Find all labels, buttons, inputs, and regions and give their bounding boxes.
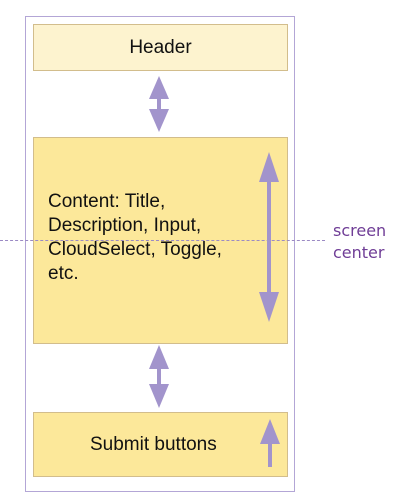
header-block: Header xyxy=(33,24,288,71)
header-label: Header xyxy=(129,36,192,58)
gap-arrow-bottom xyxy=(149,345,169,408)
screen-center-label: screen center xyxy=(333,221,387,262)
submit-block: Submit buttons xyxy=(33,412,288,477)
content-stretch-arrow xyxy=(259,152,279,322)
content-label: Content: Title, Description, Input, Clou… xyxy=(48,191,222,284)
gap-arrow-top xyxy=(149,76,169,132)
screen-frame xyxy=(25,16,295,492)
submit-up-arrow xyxy=(260,419,280,467)
submit-label: Submit buttons xyxy=(90,434,217,455)
screen-center-line xyxy=(0,240,325,241)
